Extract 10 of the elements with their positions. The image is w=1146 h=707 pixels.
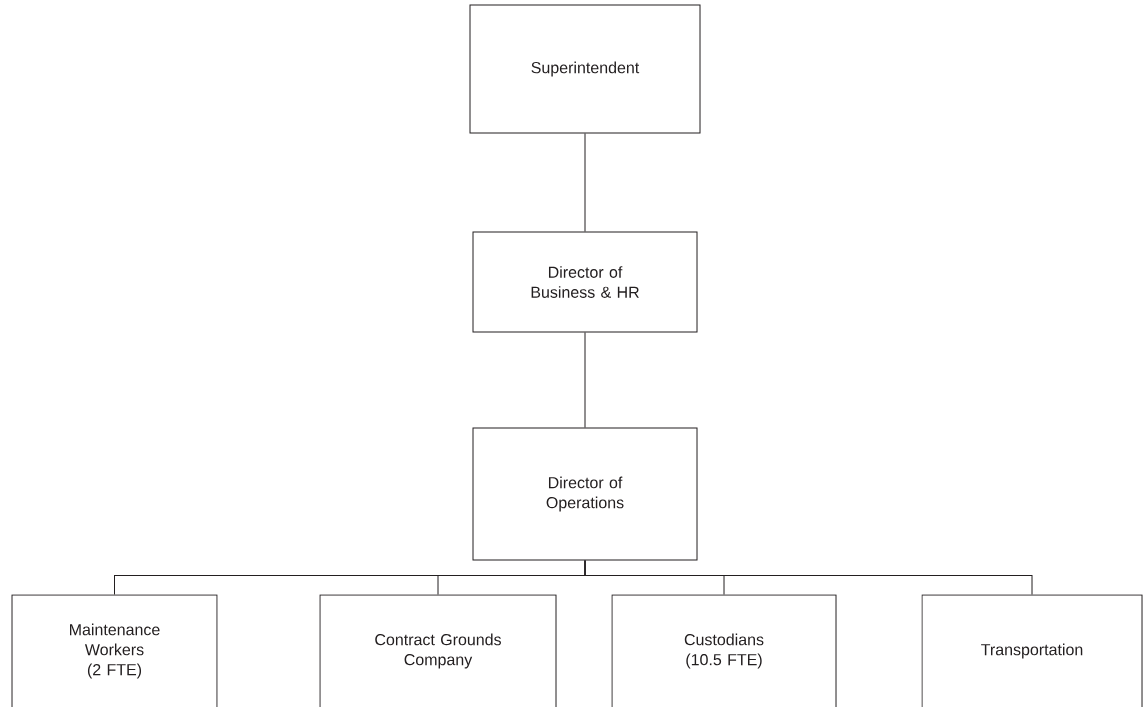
org-box: Custodians (10.5 FTE): [611, 594, 837, 707]
connector-line: [584, 560, 1033, 595]
org-box: Contract Grounds Company: [319, 594, 557, 707]
connector-line: [584, 332, 586, 428]
org-box: Maintenance Workers (2 FTE): [11, 594, 218, 707]
connector-line: [584, 133, 586, 232]
org-box: Transportation: [921, 594, 1143, 707]
org-box: Director of Business & HR: [472, 231, 698, 333]
org-box: Superintendent: [469, 4, 701, 134]
org-box: Director of Operations: [472, 427, 698, 561]
